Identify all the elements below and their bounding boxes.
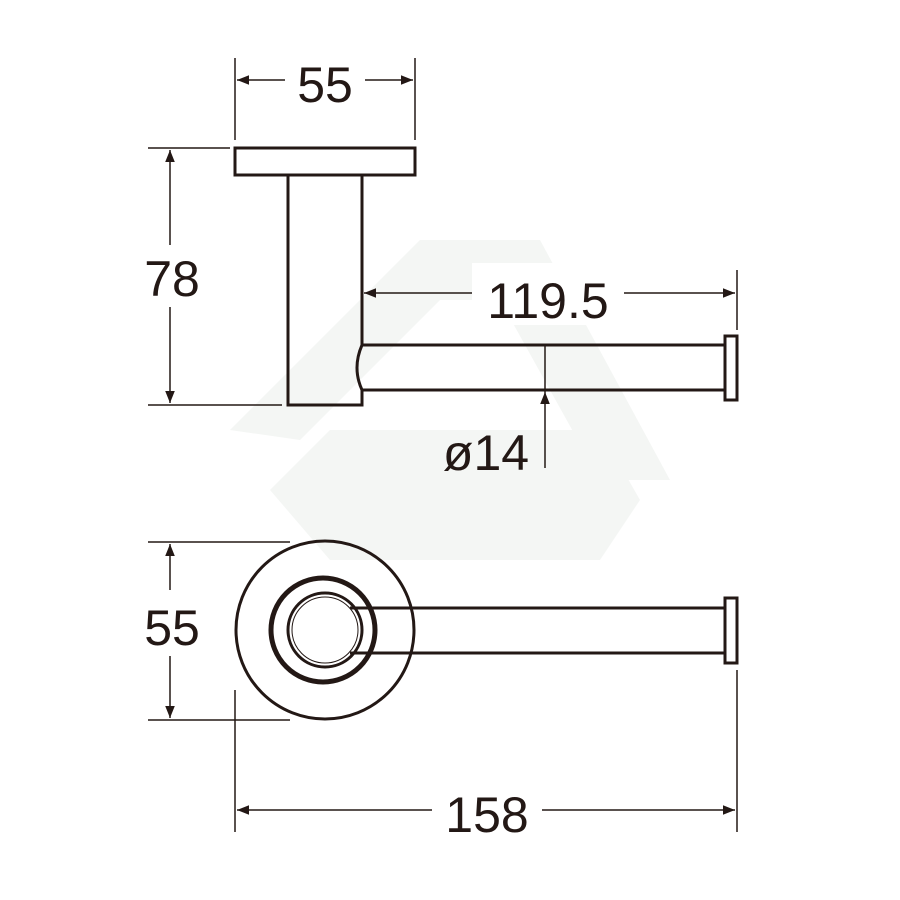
dimension-label: 158 [445, 787, 528, 843]
collar-ring [268, 575, 378, 685]
end-cap [723, 334, 739, 402]
top-view: 55 158 [132, 539, 739, 843]
dimension-overall-length: 158 [234, 670, 738, 843]
dimension-label: 55 [297, 57, 353, 113]
dimension-label: 55 [144, 600, 200, 656]
side-view: 55 78 119.5 ø14 [132, 55, 739, 481]
post [286, 173, 364, 407]
post-end [286, 591, 364, 669]
dimension-height: 78 [132, 147, 282, 406]
base-plate [233, 146, 417, 177]
dimension-base-diameter: 55 [132, 541, 290, 721]
arm [362, 343, 725, 392]
dimension-label: 78 [144, 251, 200, 307]
dimension-arm-diameter: ø14 [443, 345, 550, 481]
dimension-label: ø14 [443, 425, 529, 481]
dimension-label: 119.5 [487, 273, 608, 329]
base-rosette [234, 539, 416, 721]
dimension-arm-length: 119.5 [364, 263, 738, 330]
dimension-base-width: 55 [234, 55, 416, 140]
end-cap [723, 596, 739, 665]
arm [350, 606, 727, 655]
